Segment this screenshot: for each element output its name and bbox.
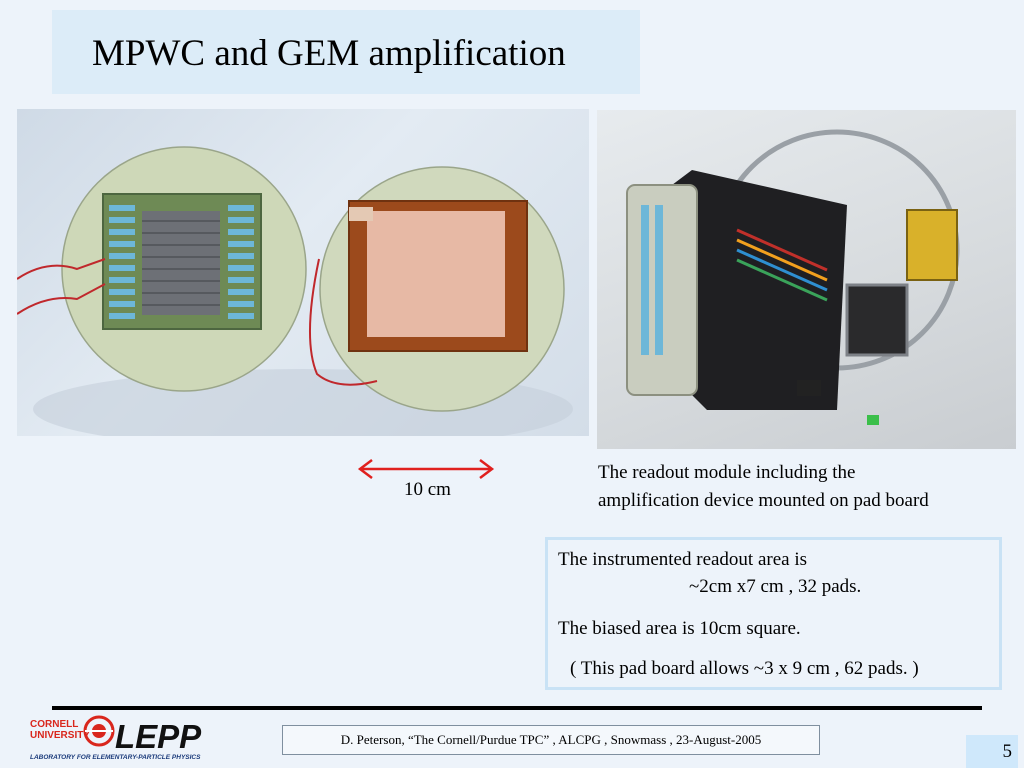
- caption-line: amplification device mounted on pad boar…: [598, 490, 929, 511]
- info-line: The instrumented readout area is: [558, 549, 808, 570]
- logo-main: LEPP: [115, 718, 202, 755]
- logo-text-top: CORNELL: [30, 719, 78, 730]
- caption-line: The readout module including the: [598, 462, 856, 483]
- readout-module-photo: [597, 110, 1016, 449]
- logo-subtitle: LABORATORY FOR ELEMENTARY-PARTICLE PHYSI…: [30, 754, 201, 761]
- slide-title: MPWC and GEM amplification: [92, 33, 566, 74]
- scale-label: 10 cm: [404, 479, 451, 500]
- readout-info-box: The instrumented readout area is ~2cm x7…: [545, 537, 1002, 690]
- page-number: 5: [1002, 741, 1013, 762]
- page-number-box: 5: [966, 735, 1018, 768]
- info-line: ( This pad board allows ~3 x 9 cm , 62 p…: [570, 658, 919, 679]
- title-box: MPWC and GEM amplification: [52, 10, 640, 94]
- lepp-logo: CORNELL UNIVERSITY LEPP LABORATORY FOR E…: [27, 714, 217, 762]
- info-line: ~2cm x7 cm , 32 pads.: [689, 576, 862, 597]
- photo-caption: The readout module including the amplifi…: [598, 459, 1018, 515]
- info-line: The biased area is 10cm square.: [558, 618, 801, 639]
- scale-arrow: [354, 458, 498, 480]
- logo-text-bottom: UNIVERSITY: [30, 730, 90, 741]
- mwpc-gem-boards-photo: [17, 109, 589, 436]
- footer-divider: [52, 706, 982, 710]
- footer-citation: D. Peterson, “The Cornell/Purdue TPC” , …: [282, 725, 820, 755]
